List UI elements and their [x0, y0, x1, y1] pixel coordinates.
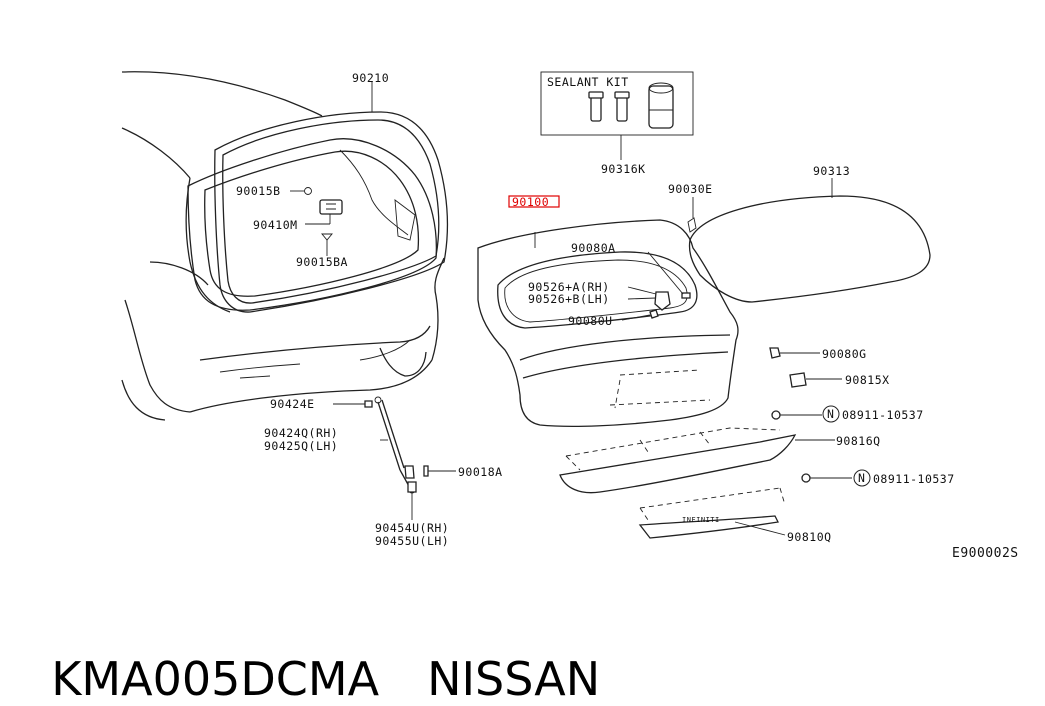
- footer-caption: KMA005DCMA NISSAN: [22, 598, 600, 706]
- label-90424q[interactable]: 90424Q(RH): [264, 426, 338, 440]
- n-label-1: N: [827, 407, 834, 421]
- label-90015ba[interactable]: 90015BA: [296, 255, 348, 269]
- label-90455u[interactable]: 90455U(LH): [375, 534, 449, 548]
- label-90316k[interactable]: 90316K: [601, 162, 646, 176]
- label-90100[interactable]: 90100: [512, 195, 549, 209]
- label-90425q[interactable]: 90425Q(LH): [264, 439, 338, 453]
- car-body-drawing: [121, 71, 449, 421]
- leader-lines: [290, 82, 373, 256]
- n-label-2: N: [858, 471, 865, 485]
- highlight-box-90100: [508, 195, 560, 208]
- rear-glass-drawing: [688, 178, 931, 303]
- parts-diagram: INFINITI 90210 SEALANT KIT 90316K 90313 …: [121, 71, 1019, 561]
- label-08911-10537-2[interactable]: 08911-10537: [873, 472, 955, 486]
- label-90015b[interactable]: 90015B: [236, 184, 281, 198]
- label-90080a[interactable]: 90080A: [571, 241, 616, 255]
- label-90816q[interactable]: 90816Q: [836, 434, 881, 448]
- label-90526b[interactable]: 90526+B(LH): [528, 292, 610, 306]
- clip-90030e-drawing: [687, 197, 697, 233]
- label-90018a[interactable]: 90018A: [458, 465, 503, 479]
- diagram-code: E900002S: [952, 546, 1019, 561]
- back-door-drawing: [477, 219, 739, 428]
- label-sealant-kit: SEALANT KIT: [547, 75, 629, 89]
- label-90810q[interactable]: 90810Q: [787, 530, 832, 544]
- label-90526a[interactable]: 90526+A(RH): [528, 280, 610, 294]
- label-90080u[interactable]: 90080U: [568, 314, 613, 328]
- label-90454u[interactable]: 90454U(RH): [375, 521, 449, 535]
- label-90424e[interactable]: 90424E: [270, 397, 315, 411]
- sealant-kit-drawing: [540, 71, 694, 160]
- label-90030e[interactable]: 90030E: [668, 182, 713, 196]
- n-marker-2: [853, 469, 871, 487]
- emblem-label: INFINITI: [682, 516, 720, 524]
- label-90815x[interactable]: 90815X: [845, 373, 890, 387]
- label-90313[interactable]: 90313: [813, 164, 850, 178]
- brand-name: NISSAN: [427, 652, 601, 706]
- label-90410m[interactable]: 90410M: [253, 218, 298, 232]
- n-marker-1: [822, 405, 840, 423]
- part-code: KMA005DCMA: [51, 652, 380, 706]
- label-90080g[interactable]: 90080G: [822, 347, 867, 361]
- label-08911-10537-1[interactable]: 08911-10537: [842, 408, 924, 422]
- trim-parts-drawing: INFINITI: [559, 347, 852, 539]
- strut-drawing: [333, 396, 456, 520]
- label-90210[interactable]: 90210: [352, 71, 389, 85]
